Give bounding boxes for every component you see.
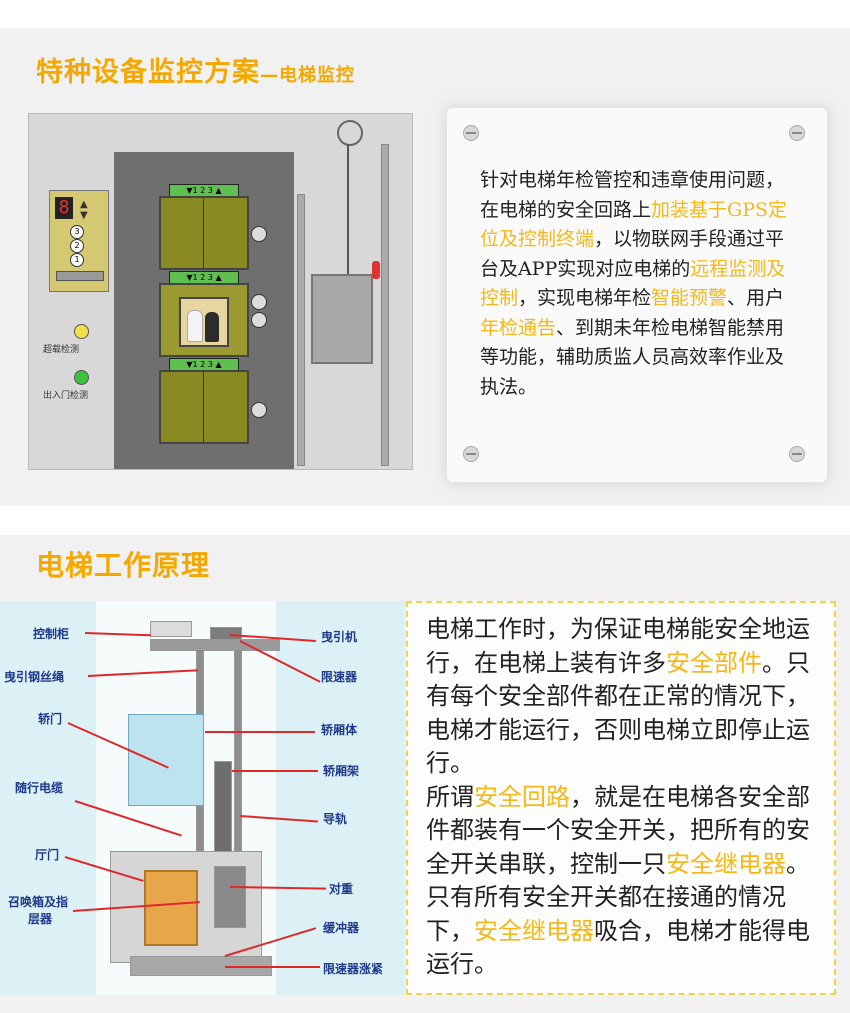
pointer-line	[205, 731, 315, 733]
passenger-icon	[187, 310, 203, 342]
label-governor-tension: 限速器涨紧	[323, 962, 384, 976]
call-button-3[interactable]	[251, 226, 267, 242]
label-buffer: 缓冲器	[323, 921, 360, 935]
guide-rail	[381, 144, 389, 466]
floor-button-1[interactable]: 1	[70, 253, 84, 267]
screw-icon	[463, 125, 479, 141]
door-button-icon[interactable]	[56, 271, 104, 281]
monitoring-highlight: 年检通告	[480, 316, 557, 339]
floor-button-3[interactable]: 3	[70, 225, 84, 239]
car-body	[128, 714, 204, 806]
traction-sheave-icon	[337, 120, 363, 146]
principle-text: 电梯工作时，为保证电梯能安全地运行，在电梯上装有许多	[426, 615, 810, 677]
display-digit: 8	[55, 197, 73, 219]
screw-icon	[789, 446, 805, 462]
passenger-icon	[205, 312, 219, 342]
counterweight	[311, 274, 373, 364]
door-check-label: 出入门检测	[43, 391, 89, 401]
label-car-door: 轿门	[38, 712, 63, 726]
hall-door-floor-3	[159, 196, 249, 270]
monitoring-text: 、用户	[727, 287, 785, 309]
principle-text: 。只有所有安全开关都在接通的情况下，	[426, 849, 810, 945]
overload-label: 超载检测	[43, 345, 80, 355]
label-speed-governor: 限速器	[321, 670, 358, 684]
up-down-arrow-icon: ▲▼	[80, 199, 88, 221]
description-card	[446, 107, 828, 483]
section1-title: 特种设备监控方案—电梯监控	[36, 50, 355, 89]
elevator-cabin	[179, 297, 229, 347]
label-car-frame: 轿厢架	[323, 764, 360, 778]
monitoring-text: ，实现电梯年检	[518, 287, 652, 309]
label-car-body: 轿厢体	[321, 723, 358, 737]
label-traction-rope: 曳引钢丝绳	[4, 670, 65, 684]
principle-text: 所谓	[426, 782, 474, 811]
principle-text: 。只有每个安全部件都在正常的情况下，电梯才能运行，否则电梯立即停止运行。	[426, 648, 810, 778]
monitoring-description: 针对电梯年检管控和违章使用问题，在电梯的安全回路上加装基于GPS定位及控制终端，…	[480, 166, 790, 402]
monitoring-text: ，以物联网手段通过平台及APP实现对应电梯的	[480, 228, 785, 280]
elevator-principle-diagram	[0, 601, 405, 995]
call-button-2-up[interactable]	[251, 294, 267, 310]
principle-highlight: 安全回路	[474, 782, 570, 811]
label-traction-machine: 曳引机	[321, 630, 358, 644]
label-counterweight: 对重	[329, 882, 354, 896]
door-check-lamp-icon	[74, 370, 89, 385]
label-call-box-2: 层器	[28, 912, 53, 926]
screw-icon	[463, 446, 479, 462]
section1-title-sub: —电梯监控	[260, 65, 355, 86]
principle-text: 吸合，电梯才能得电运行。	[426, 916, 810, 979]
section1-title-main: 特种设备监控方案	[36, 57, 260, 88]
principle-text: ，就是在电梯各安全部件都装有一个安全开关，把所有的安全开关串联，控制一只	[426, 782, 810, 878]
guide-rail	[297, 194, 305, 466]
machine-room-floor	[150, 639, 280, 651]
rope	[347, 144, 349, 274]
gps-terminal-marker	[372, 261, 380, 279]
landing-door	[144, 870, 198, 946]
hall-door-floor-1	[159, 370, 249, 444]
counterweight-frame	[214, 866, 246, 928]
principle-highlight: 安全部件	[666, 648, 762, 677]
call-button-1[interactable]	[251, 402, 267, 418]
monitoring-highlight: 智能预警	[651, 287, 728, 309]
label-guide-rail: 导轨	[323, 812, 348, 826]
monitoring-text: 、到期未年检电梯智能禁用等功能，辅助质监人员高效率作业及执法。	[480, 316, 785, 398]
label-call-box-1: 召唤箱及指	[8, 895, 69, 909]
floor-button-2[interactable]: 2	[70, 239, 84, 253]
call-button-2-down[interactable]	[251, 312, 267, 328]
elevator-monitor-panel: 8 ▲▼ 3 2 1 超载检测 出入门检测 ▼1 2 3 ▲ ▼1 2 3 ▲ …	[28, 113, 413, 470]
pointer-line	[225, 966, 320, 968]
overload-lamp-icon	[74, 324, 89, 339]
label-travel-cable: 随行电缆	[15, 781, 64, 795]
principle-highlight: 安全继电器	[666, 849, 786, 878]
monitoring-highlight: 远程监测及控制	[480, 257, 786, 310]
label-control-cabinet: 控制柜	[33, 627, 70, 641]
screw-icon	[789, 125, 805, 141]
pointer-line	[232, 770, 318, 772]
counterweight-shape	[214, 761, 232, 853]
principle-description-box: 电梯工作时，为保证电梯能安全地运行，在电梯上装有许多安全部件。只有每个安全部件都…	[406, 601, 836, 995]
control-cabinet-shape	[150, 621, 192, 637]
label-landing-door: 厅门	[35, 848, 60, 862]
principle-highlight: 安全继电器	[474, 916, 594, 945]
principle-description: 电梯工作时，为保证电梯能安全地运行，在电梯上装有许多安全部件。只有每个安全部件都…	[426, 613, 826, 982]
monitoring-text: 针对电梯年检管控和违章使用问题，在电梯的安全回路上	[480, 169, 785, 221]
section2-title: 电梯工作原理	[36, 549, 211, 582]
floor-display: 8 ▲▼ 3 2 1	[49, 190, 109, 292]
monitoring-highlight: 加装基于GPS定位及控制终端	[480, 198, 787, 251]
